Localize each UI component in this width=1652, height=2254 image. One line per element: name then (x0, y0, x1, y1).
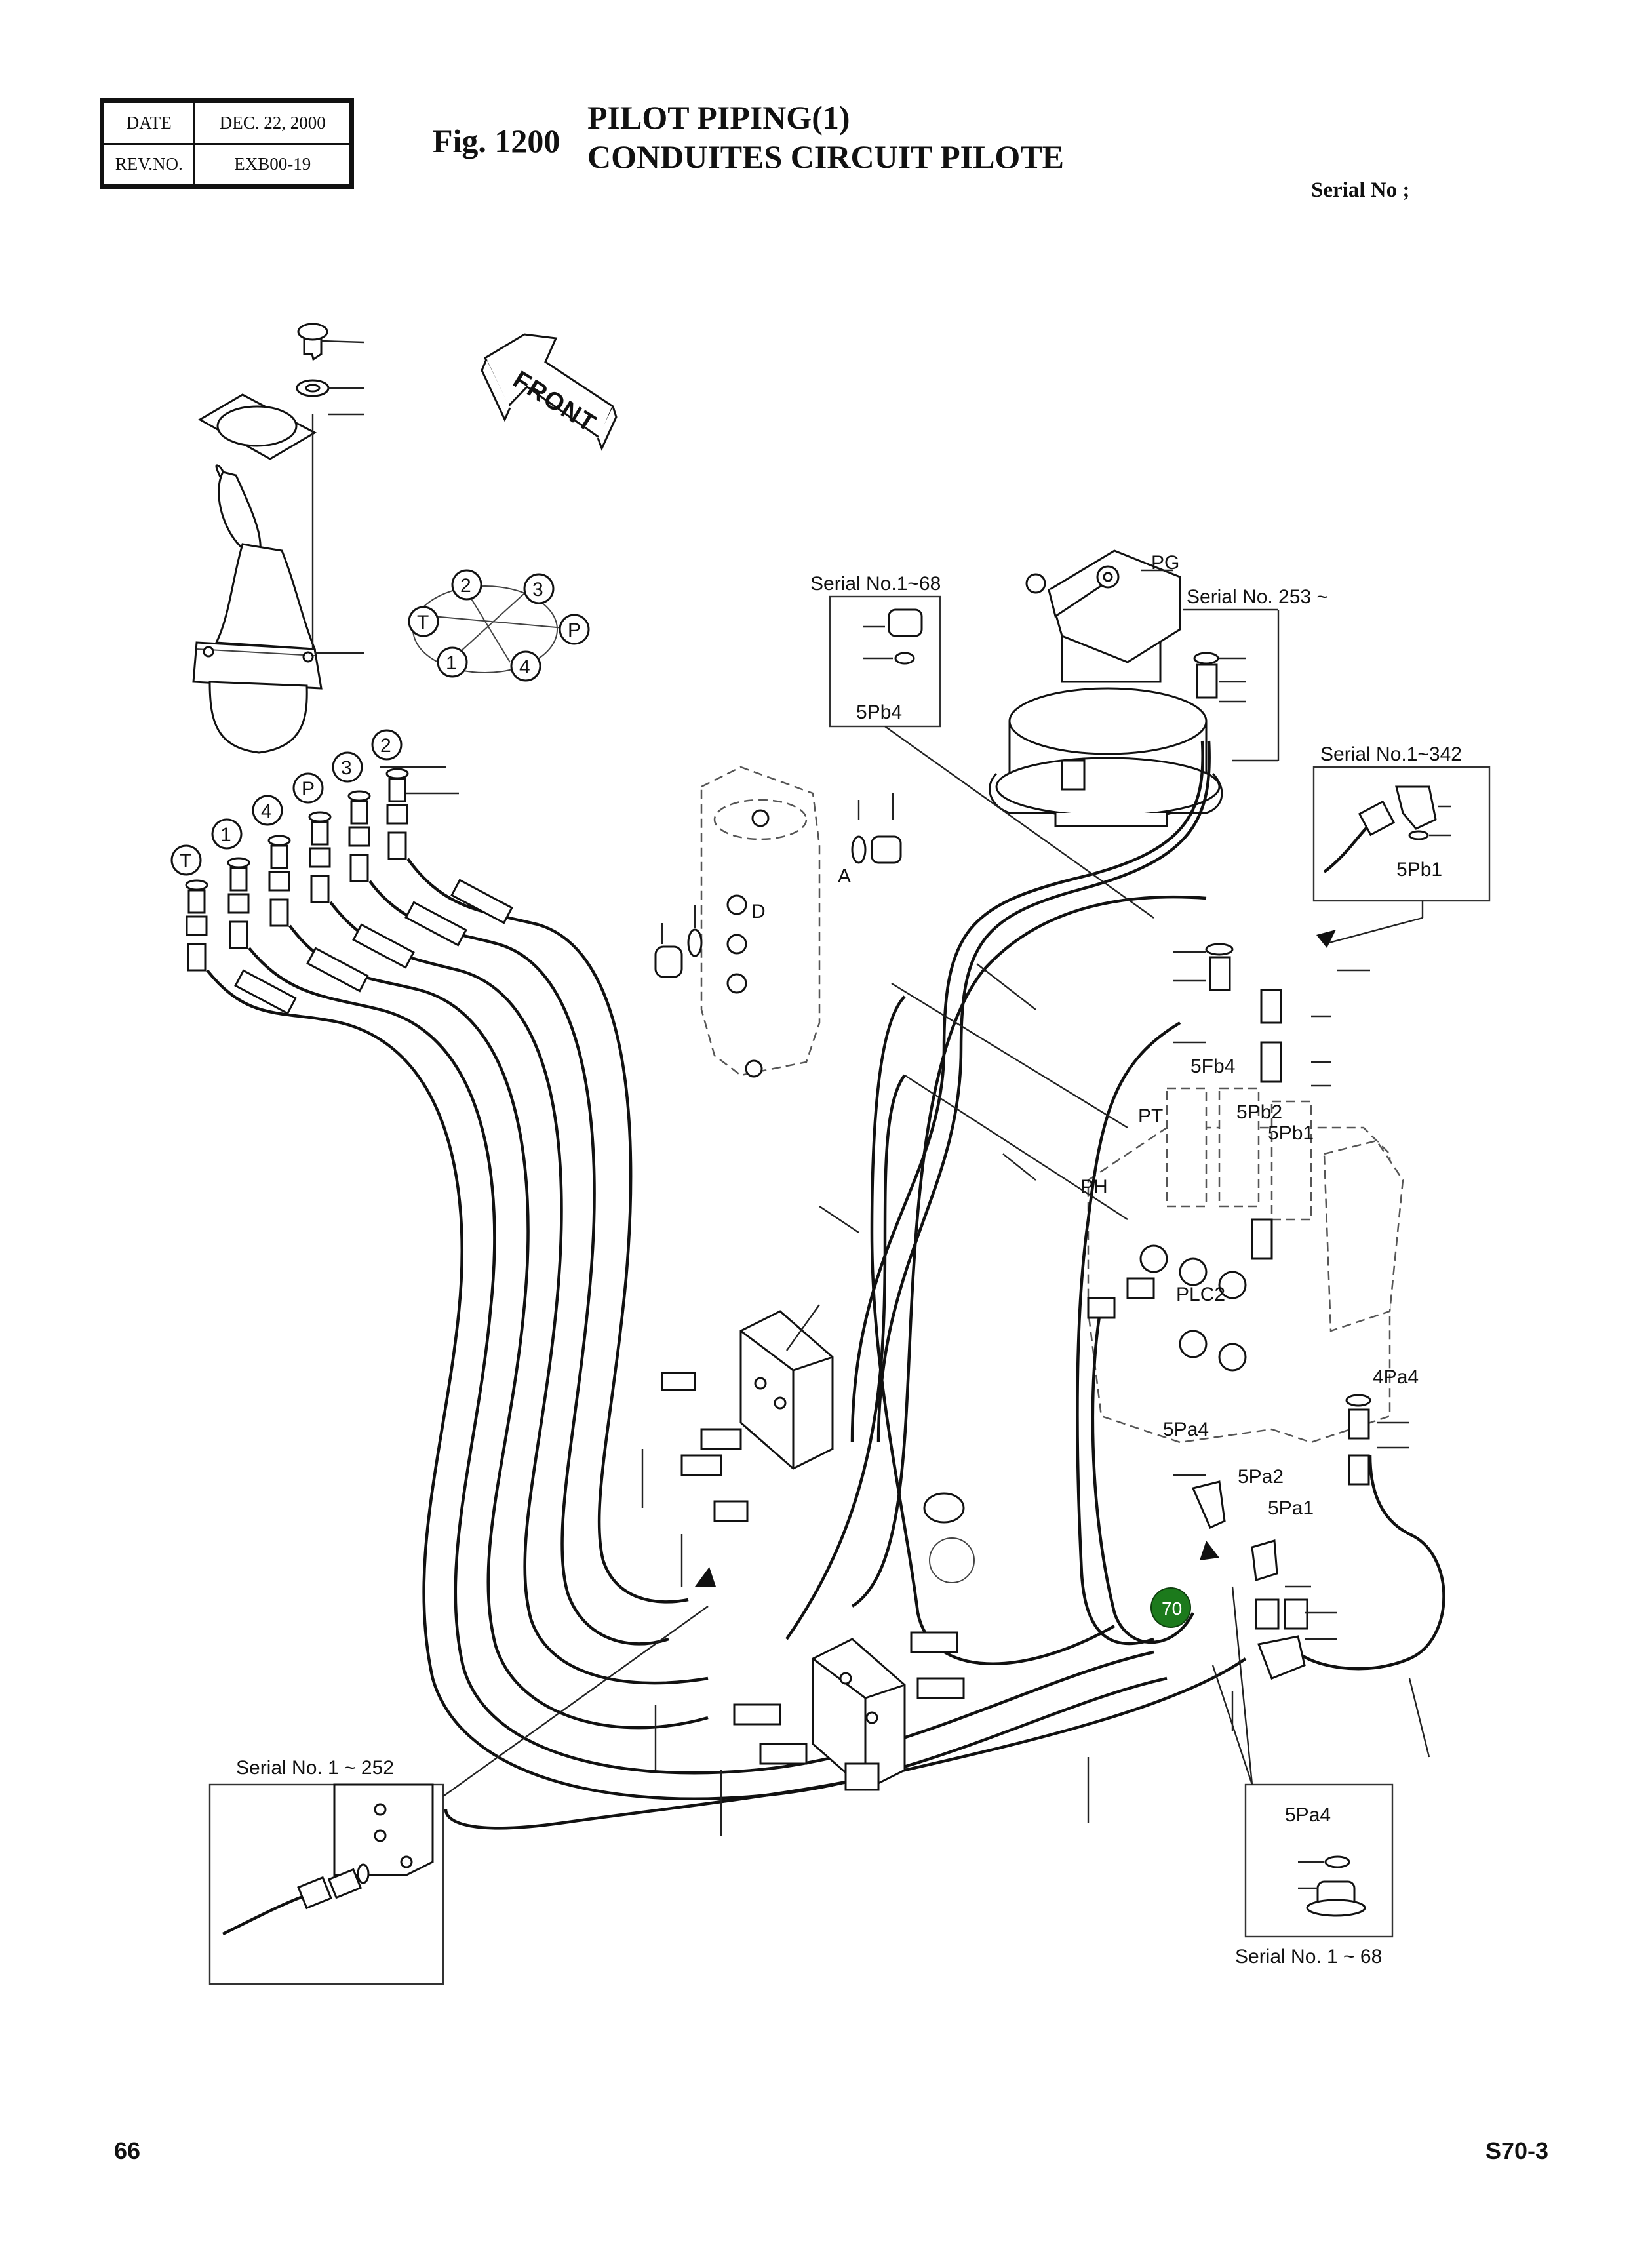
joystick-hose-fittings (185, 768, 409, 972)
inset-1-68b-port: 5Pa4 (1285, 1804, 1331, 1826)
inset-serial-1-252: Serial No. 1 ~ 252 (208, 1567, 716, 1985)
rev-label: REV.NO. (102, 142, 196, 186)
port-label-5Pa2: 5Pa2 (1238, 1466, 1284, 1488)
valve-fittings (923, 943, 1371, 1680)
callout-70[interactable]: 70 (1150, 1587, 1191, 1628)
port-label-PLC2: PLC2 (1176, 1284, 1225, 1305)
valve-hoses (444, 740, 1446, 1830)
port-label-PT: PT (1138, 1105, 1163, 1127)
figure-title: PILOT PIPING(1) (587, 99, 850, 136)
port-circle-T: T (417, 612, 429, 633)
inset-1-342-port: 5Pb1 (1396, 859, 1442, 880)
port-label-5Pa4: 5Pa4 (1163, 1419, 1209, 1440)
date-value: DEC. 22, 2000 (193, 101, 351, 145)
leader-lines (380, 766, 1430, 1836)
joystick-hose-labels: T 1 4 P 3 2 (170, 729, 403, 876)
swivel-joint: A D (654, 766, 902, 1078)
front-arrow: FRONT (481, 333, 618, 451)
callout-70-label: 70 (1162, 1598, 1182, 1619)
port-label-5Pa1: 5Pa1 (1268, 1497, 1314, 1519)
inset-1-68b-serial: Serial No. 1 ~ 68 (1235, 1946, 1382, 1967)
figure-number: Fig. 1200 (433, 123, 560, 159)
figure-subtitle: CONDUITES CIRCUIT PILOTE (587, 138, 1065, 175)
inset-1-252-serial: Serial No. 1 ~ 252 (236, 1757, 394, 1779)
port-label-5Pb2: 5Pb2 (1236, 1101, 1282, 1123)
hose-label-2: 2 (380, 735, 391, 757)
relay-block-upper (661, 1310, 834, 1522)
port-circle-4: 4 (519, 656, 530, 678)
date-label: DATE (102, 101, 196, 145)
port-label-5Pb1: 5Pb1 (1268, 1122, 1314, 1144)
revision-table: DATE DEC. 22, 2000 REV.NO. EXB00-19 (100, 98, 354, 189)
port-circle-1: 1 (446, 652, 457, 674)
inset-1-68-serial: Serial No.1~68 (810, 573, 941, 595)
port-label-A: A (838, 865, 851, 887)
hose-label-T: T (180, 850, 191, 872)
hose-label-P: P (302, 778, 315, 800)
hose-label-1: 1 (220, 824, 231, 846)
joystick-assembly (192, 323, 364, 754)
port-circle-3: 3 (532, 579, 543, 601)
inset-serial-253: Serial No. 253 ~ (1183, 586, 1328, 762)
inset-serial-1-68-bottom: Serial No. 1 ~ 68 5Pa4 (1200, 1541, 1394, 1967)
inset-1-68-port: 5Pb4 (856, 702, 902, 723)
rev-value: EXB00-19 (193, 142, 351, 186)
inset-1-342-serial: Serial No.1~342 (1320, 743, 1462, 765)
inset-253-serial: Serial No. 253 ~ (1187, 586, 1328, 608)
swing-motor: PG (989, 549, 1223, 827)
port-circle-P: P (568, 620, 581, 641)
port-label-5Fb4: 5Fb4 (1190, 1056, 1235, 1077)
port-label-D: D (751, 901, 766, 922)
joystick-hose-bundle (206, 858, 1168, 1800)
model-code: S70-3 (1485, 2137, 1549, 2164)
port-label-4Pa4: 4Pa4 (1373, 1366, 1419, 1388)
relay-block-lower (733, 1631, 965, 1791)
port-layout-schematic: 2 3 T P 1 4 (408, 569, 590, 682)
inset-serial-1-68-top: Serial No.1~68 5Pb4 (810, 573, 1154, 919)
hose-label-4: 4 (261, 801, 272, 822)
port-circle-2: 2 (460, 575, 471, 597)
inset-serial-1-342: Serial No.1~342 5Pb1 (1312, 743, 1491, 948)
page-number: 66 (114, 2137, 141, 2164)
serial-label: Serial No ; (1311, 178, 1410, 202)
hose-label-3: 3 (341, 757, 352, 779)
